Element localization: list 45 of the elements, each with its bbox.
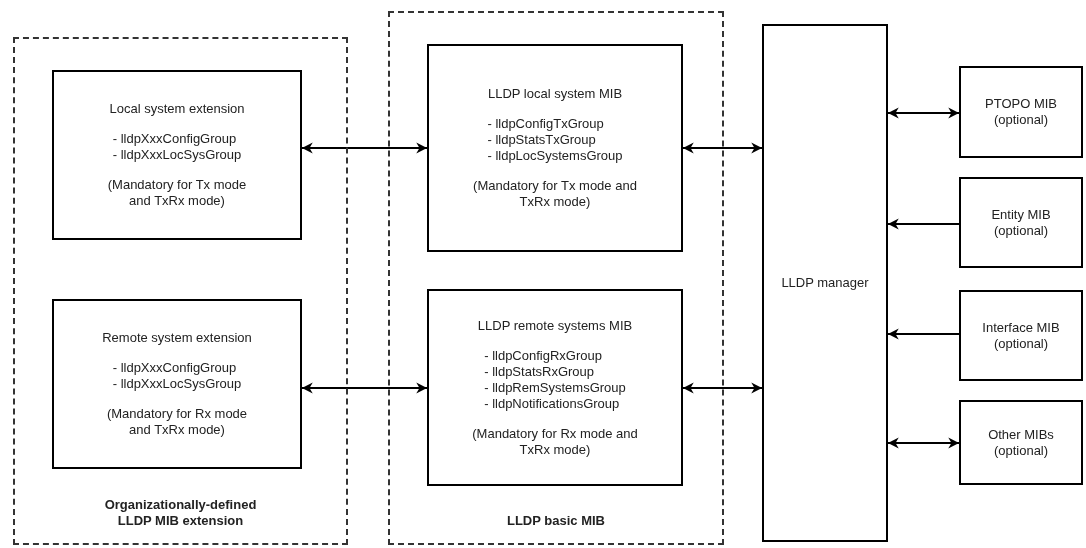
list-item: - lldpLocSystemsGroup	[487, 148, 623, 164]
box-heading: LLDP local system MIB	[487, 86, 623, 102]
arrow	[301, 382, 428, 394]
box-label: Other MIBs (optional)	[987, 426, 1055, 459]
module-box	[52, 70, 302, 240]
note-text: (Mandatory for Rx mode and TxRx mode)	[105, 406, 249, 438]
box-label: Interface MIB (optional)	[981, 319, 1061, 352]
arrow	[887, 218, 960, 230]
box-heading: Local system extension	[109, 101, 245, 117]
arrow	[887, 107, 960, 119]
manager-box	[762, 24, 888, 542]
list-item: - lldpConfigTxGroup	[487, 116, 605, 132]
list-item: - lldpConfigRxGroup	[484, 347, 603, 364]
list-item: - lldpXxxConfigGroup	[112, 131, 238, 147]
module-box	[427, 44, 683, 252]
list-item: - lldpXxxConfigGroup	[112, 360, 238, 376]
mib-box	[959, 290, 1083, 381]
group-frame	[388, 11, 724, 545]
list-item: - lldpRemSystemsGroup	[484, 379, 626, 396]
module-box	[427, 289, 683, 486]
arrow	[682, 382, 763, 394]
note-text: (Mandatory for Tx mode and TxRx mode)	[472, 178, 638, 210]
arrow	[301, 142, 428, 154]
list-item: - lldpNotificationsGroup	[484, 395, 621, 412]
box-label: LLDP manager	[780, 275, 870, 291]
list-item: - lldpStatsRxGroup	[484, 363, 595, 380]
group-title: Organizationally-defined LLDP MIB extension	[103, 497, 258, 529]
list-item: - lldpXxxLocSysGroup	[112, 376, 242, 392]
mib-box	[959, 66, 1083, 158]
list-item: - lldpXxxLocSysGroup	[112, 147, 242, 163]
mib-box	[959, 400, 1083, 485]
arrow	[682, 142, 763, 154]
box-label: PTOPO MIB (optional)	[984, 96, 1058, 128]
arrow	[887, 437, 960, 449]
note-text: (Mandatory for Rx mode and TxRx mode)	[471, 425, 639, 458]
group-title: LLDP basic MIB	[506, 513, 606, 529]
module-box	[52, 299, 302, 469]
box-label: Entity MIB (optional)	[990, 206, 1052, 239]
box-heading: Remote system extension	[102, 330, 252, 346]
box-heading: LLDP remote systems MIB	[477, 317, 633, 334]
arrow	[887, 328, 960, 340]
mib-box	[959, 177, 1083, 268]
group-frame	[13, 37, 348, 545]
note-text: (Mandatory for Tx mode and TxRx mode)	[106, 177, 248, 209]
list-item: - lldpStatsTxGroup	[487, 132, 597, 148]
